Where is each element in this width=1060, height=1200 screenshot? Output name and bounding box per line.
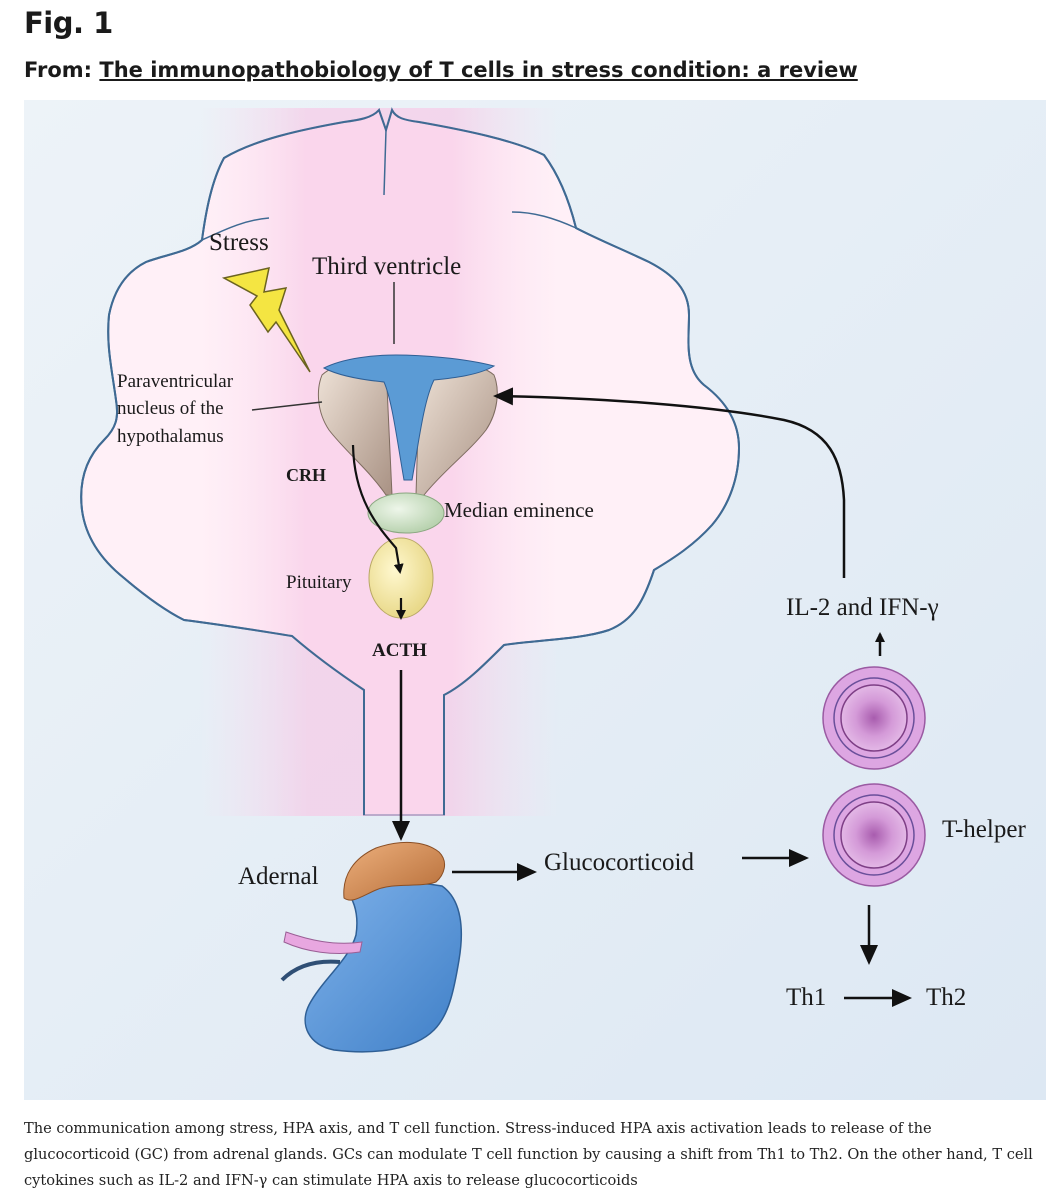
th2-label: Th2 xyxy=(926,984,966,1011)
third-ventricle-label: Third ventricle xyxy=(312,253,461,280)
crh-label: CRH xyxy=(286,465,326,485)
feedback-arrow xyxy=(493,387,846,578)
th1-label: Th1 xyxy=(786,984,826,1011)
median-eminence-shape xyxy=(367,492,445,534)
dark-vessel xyxy=(280,959,341,982)
pvn-label-line3: hypothalamus xyxy=(117,426,224,447)
t-cell-upper xyxy=(822,666,926,770)
t-helper-label: T-helper xyxy=(942,816,1026,843)
adrenal-label: Adernal xyxy=(238,863,319,890)
pvn-label-line2: nucleus of the xyxy=(117,398,224,419)
pvn-pointer xyxy=(251,401,323,411)
il2-ifn-label: IL-2 and IFN-γ xyxy=(786,594,939,621)
figure-label: Fig. 1 xyxy=(24,6,113,40)
article-title-link[interactable]: The immunopathobiology of T cells in str… xyxy=(99,58,858,82)
pituitary-label: Pituitary xyxy=(286,572,352,593)
acth-label: ACTH xyxy=(372,640,427,661)
median-eminence-label: Median eminence xyxy=(444,498,594,522)
midline-fissure xyxy=(383,129,387,196)
pink-vessel xyxy=(283,931,363,955)
pvn-label-line1: Paraventricular xyxy=(117,371,234,392)
glucocorticoid-label: Glucocorticoid xyxy=(544,849,694,876)
adrenal-gland-shape xyxy=(343,841,446,901)
third-ventricle-shape xyxy=(322,354,496,481)
brain-outline-stroke xyxy=(80,107,741,815)
hpa-diagram: Stress Third ventricle Paraventricular n… xyxy=(24,100,1046,1100)
sulcus-right xyxy=(511,211,577,229)
t-cell-lower xyxy=(822,783,926,887)
from-prefix: From: xyxy=(24,58,93,82)
crh-arrow xyxy=(351,444,404,574)
stress-label: Stress xyxy=(209,229,269,256)
sulcus-left xyxy=(201,217,270,241)
diagram-canvas: Stress Third ventricle Paraventricular n… xyxy=(24,100,1046,1100)
source-line: From: The immunopathobiology of T cells … xyxy=(24,58,858,82)
lightning-bolt-icon xyxy=(221,267,311,373)
figure-caption: The communication among stress, HPA axis… xyxy=(24,1120,1033,1189)
